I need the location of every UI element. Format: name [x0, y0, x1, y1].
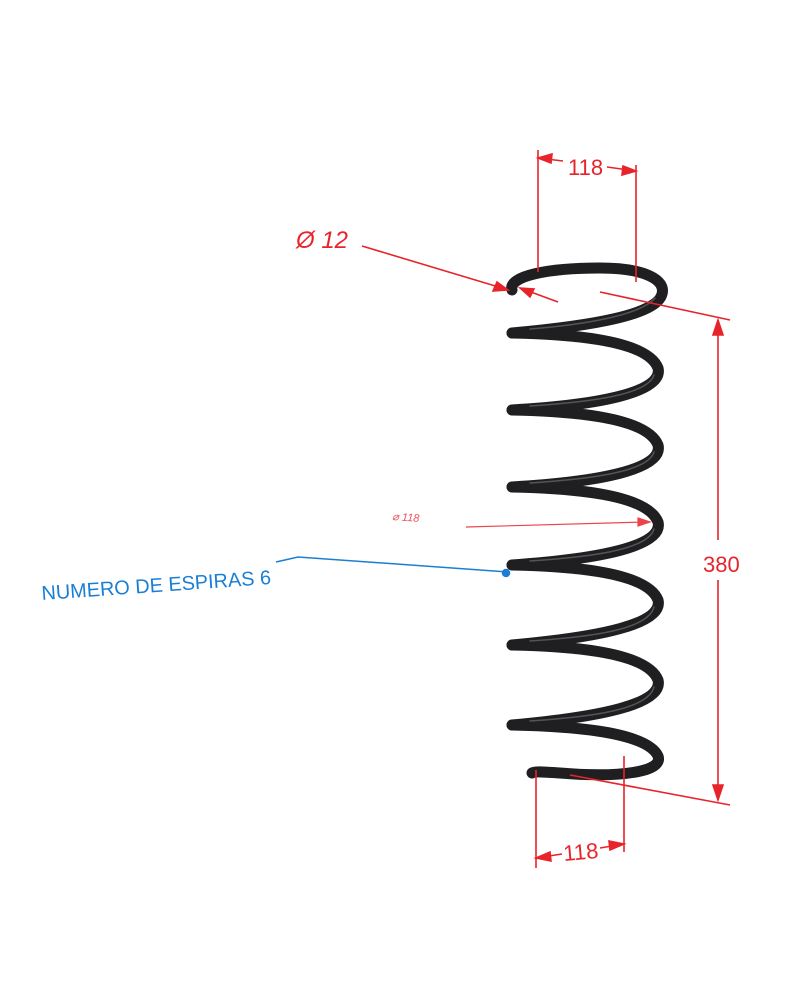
coil-count-note: NUMERO DE ESPIRAS 6 [41, 567, 272, 605]
top-width-label: 118 [568, 155, 603, 180]
coil-spring [506, 262, 668, 781]
top-arrow-left [535, 152, 553, 165]
mean-diameter-line [465, 521, 647, 528]
spring-coil-1 [506, 327, 664, 416]
coil-count-leader [275, 556, 511, 578]
mean-diameter-faint-label: ⌀ 118 [392, 511, 421, 525]
spring-coil-4 [506, 559, 664, 651]
height-extension-top [599, 291, 731, 321]
spring-bottom-end-coil [506, 719, 664, 781]
spring-top-end-coil [506, 262, 668, 339]
height-extension-bottom [569, 774, 731, 806]
wire-leader-line [361, 245, 503, 289]
wire-diameter-leader [361, 245, 559, 303]
top-arrow-right [621, 164, 639, 177]
coil-count-leader-dot [501, 568, 511, 578]
bottom-width-label: 118 [562, 838, 599, 866]
bottom-width-dimension [533, 756, 627, 868]
spring-coil-3 [506, 481, 664, 571]
mean-diameter-faint-dimension [465, 517, 652, 528]
bottom-arrow-right [608, 840, 627, 852]
wire-arrow-tail [517, 287, 536, 299]
mean-diameter-arrow [637, 517, 652, 527]
height-label: 380 [703, 552, 740, 577]
spring-highlights [529, 297, 656, 722]
height-arrow-top [711, 317, 725, 336]
spring-coil-2 [506, 404, 664, 493]
wire-diameter-label: Ø 12 [295, 227, 348, 254]
height-arrow-bottom [711, 784, 725, 803]
height-dimension [569, 291, 731, 806]
bottom-arrow-left [533, 850, 552, 862]
coil-count-leader-line [275, 556, 509, 573]
top-width-dimension [535, 150, 639, 282]
wire-arrow-head [491, 280, 511, 292]
spring-coil-5 [506, 639, 664, 731]
